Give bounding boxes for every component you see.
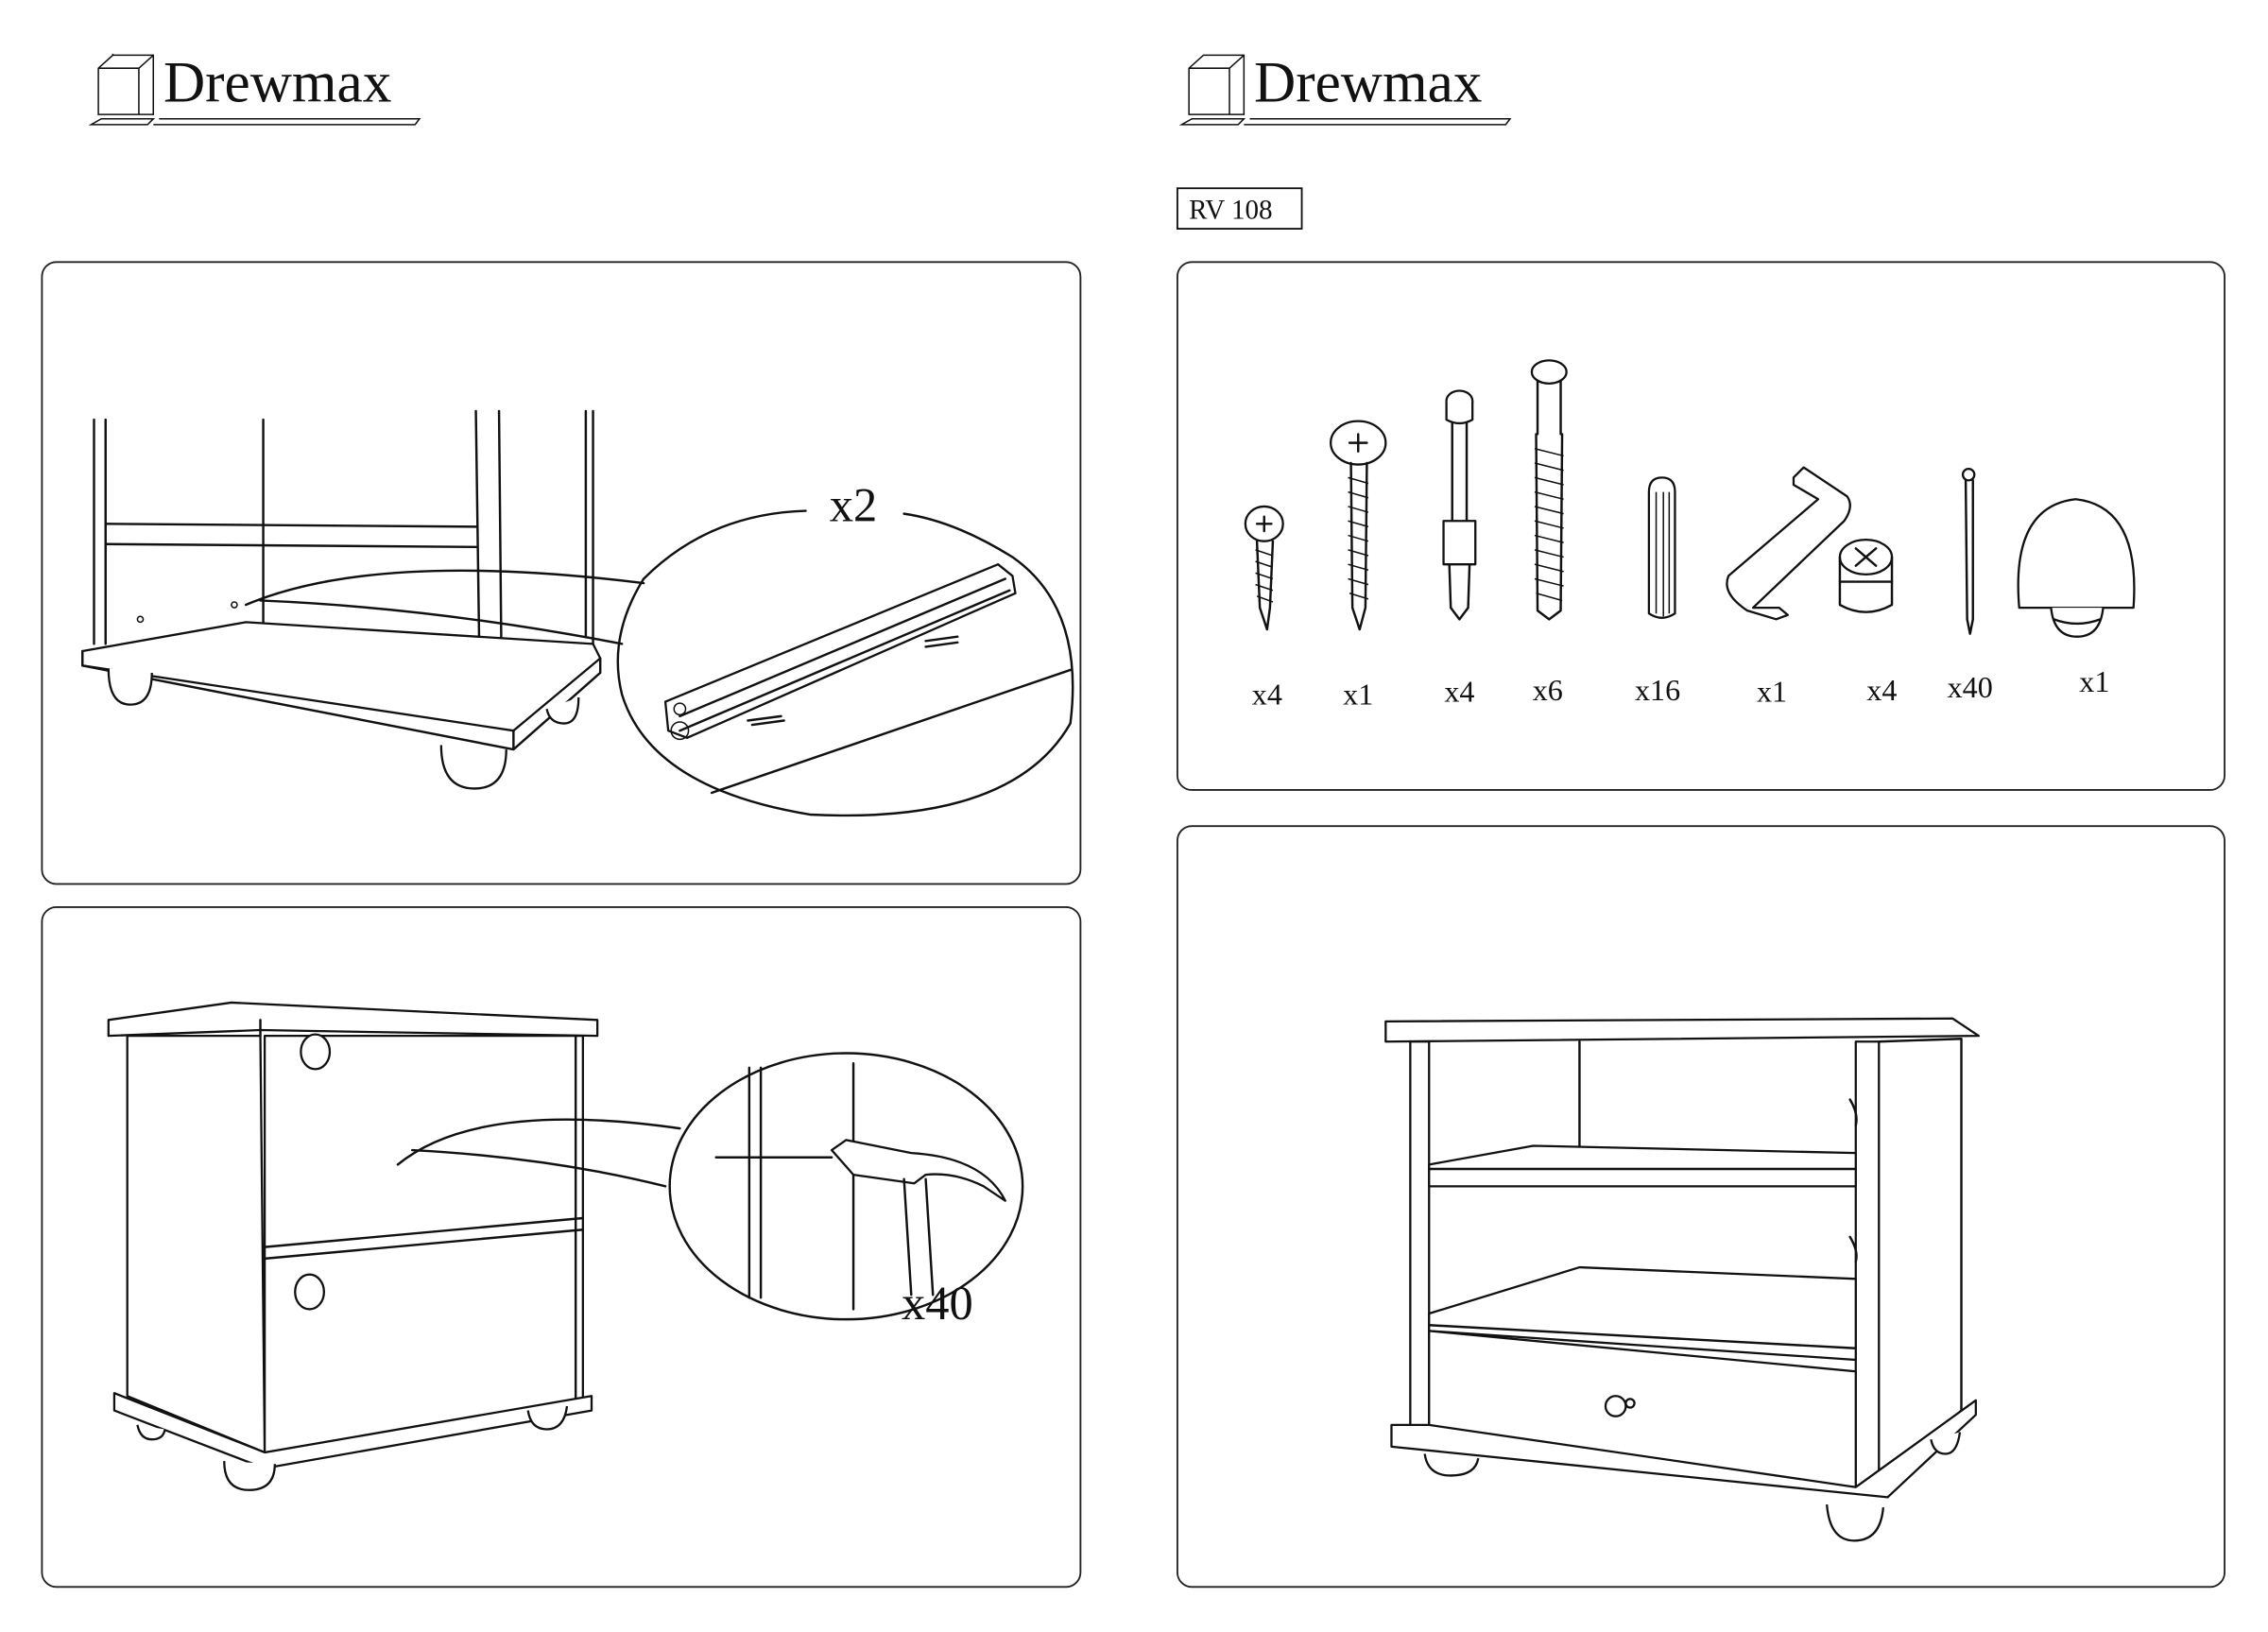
brand-name: Drewmax bbox=[163, 50, 391, 114]
part-qty-label: x1 bbox=[2079, 664, 2109, 698]
brand-logo-left: Drewmax bbox=[88, 50, 421, 126]
panel-drawer-rail: x2 bbox=[41, 261, 1082, 885]
panel-parts-list: x4 x1 x4 x6 x16 x1 x4 x40 x1 bbox=[1177, 261, 2225, 791]
brand-logo-right: Drewmax bbox=[1178, 50, 1512, 126]
nail-icon bbox=[1961, 468, 1976, 635]
connector-bolt-icon bbox=[1442, 389, 1477, 621]
part-qty-label: x40 bbox=[1948, 670, 1993, 704]
confirmat-screw-icon bbox=[1530, 359, 1568, 621]
long-screw-icon bbox=[1330, 420, 1387, 631]
brand-name: Drewmax bbox=[1254, 50, 1482, 114]
cabinet-frame-drawing bbox=[81, 409, 645, 790]
short-screw-icon bbox=[1244, 505, 1284, 631]
cabinet-back-drawing bbox=[107, 1001, 681, 1491]
panel-back-nails: x40 bbox=[41, 906, 1082, 1589]
knob-icon bbox=[2017, 498, 2136, 638]
part-qty-label: x4 bbox=[1444, 675, 1474, 709]
part-qty-label: x4 bbox=[1252, 678, 1282, 712]
magnifier-hammer-detail bbox=[668, 1052, 1024, 1321]
part-qty-label: x6 bbox=[1533, 673, 1563, 707]
part-qty-label: x16 bbox=[1635, 673, 1680, 707]
part-qty-label: x4 bbox=[1866, 673, 1897, 707]
part-qty-label: x1 bbox=[1757, 675, 1787, 709]
cam-lock-icon bbox=[1838, 539, 1894, 613]
nail-quantity-label: x40 bbox=[902, 1277, 973, 1330]
panel-finished-cabinet bbox=[1177, 825, 2225, 1589]
wooden-dowel-icon bbox=[1647, 476, 1676, 619]
magnifier-rail-detail bbox=[616, 509, 1074, 817]
allen-key-icon bbox=[1726, 466, 1851, 621]
model-code: RV 108 bbox=[1189, 195, 1272, 225]
finished-cabinet-drawing bbox=[1384, 1017, 1981, 1542]
part-qty-label: x1 bbox=[1343, 678, 1373, 712]
model-code-box: RV 108 bbox=[1176, 187, 1303, 230]
rail-quantity-label: x2 bbox=[830, 478, 878, 531]
